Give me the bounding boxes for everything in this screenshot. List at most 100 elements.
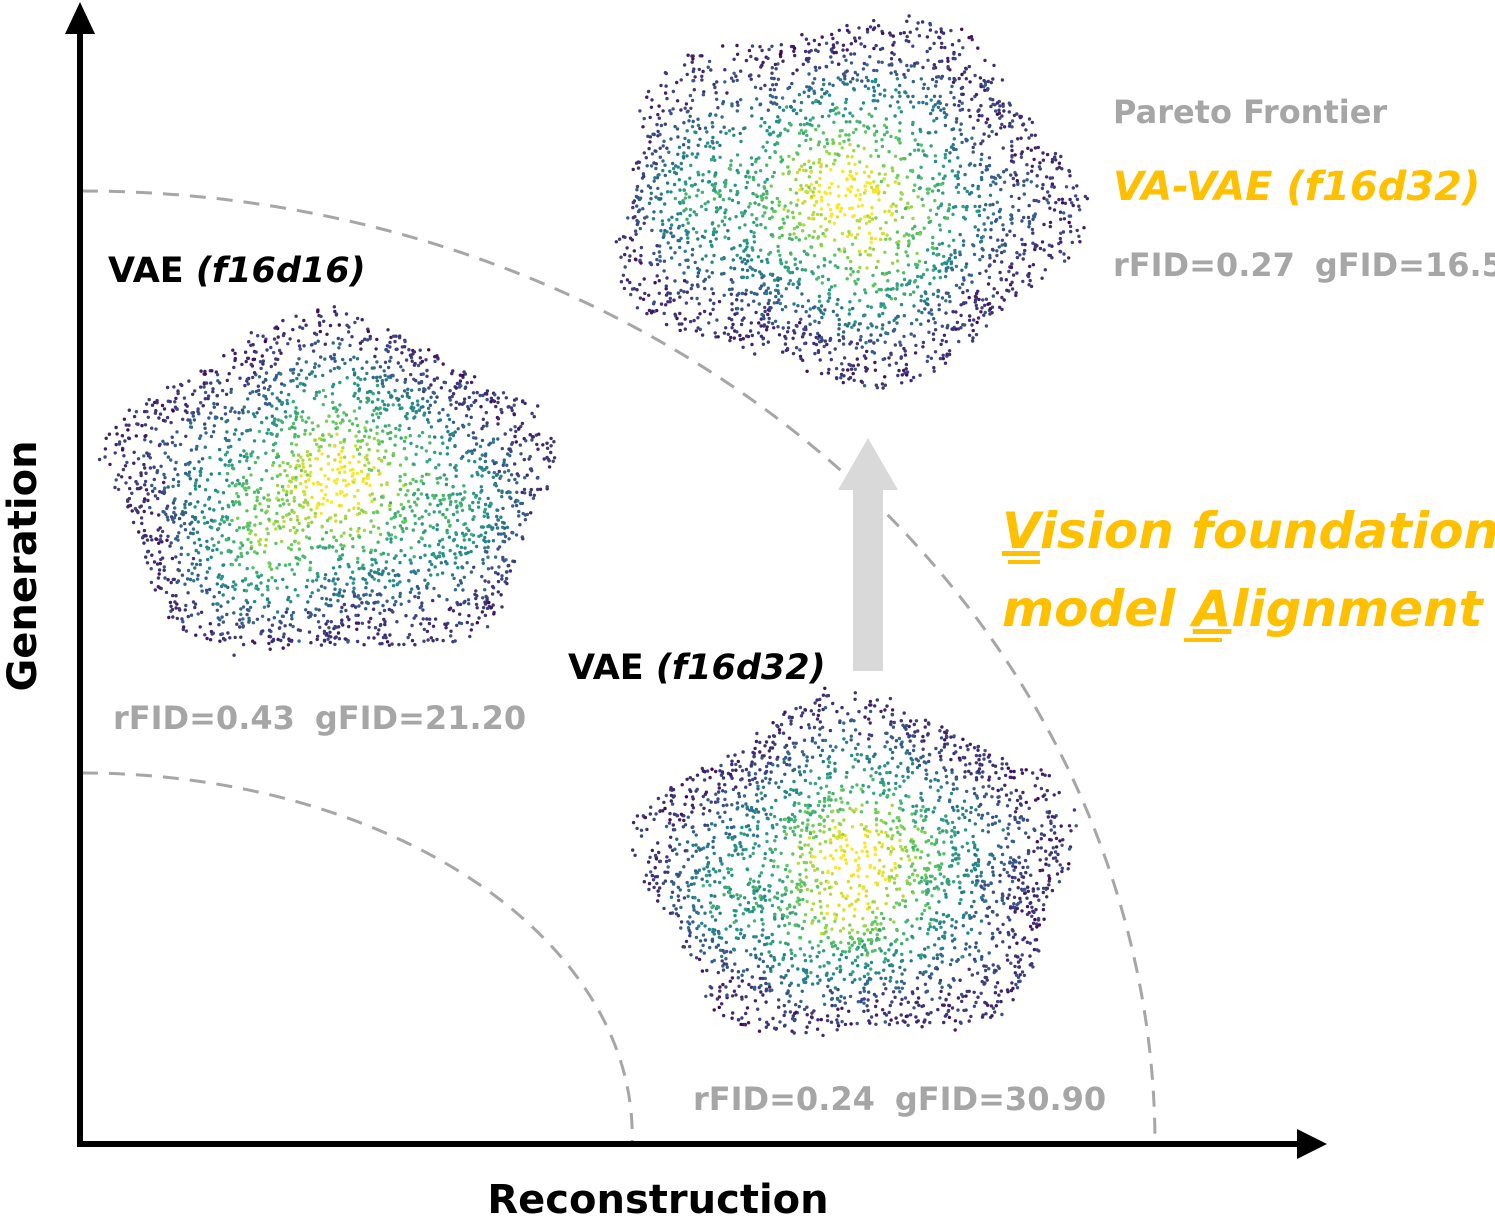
scatter-point xyxy=(203,426,207,430)
scatter-point xyxy=(451,420,456,424)
scatter-point xyxy=(817,799,822,804)
scatter-point xyxy=(751,905,756,910)
scatter-point xyxy=(366,476,370,480)
scatter-point xyxy=(358,445,363,449)
scatter-point xyxy=(484,594,488,599)
scatter-point xyxy=(881,1008,885,1012)
scatter-point xyxy=(233,635,237,640)
scatter-point xyxy=(336,577,340,581)
scatter-point xyxy=(139,473,143,478)
scatter-point xyxy=(199,470,203,474)
scatter-point xyxy=(963,828,968,832)
scatter-point xyxy=(359,508,364,512)
scatter-point xyxy=(883,935,887,940)
scatter-point xyxy=(266,604,270,608)
scatter-point xyxy=(768,777,772,781)
scatter-point xyxy=(874,971,878,975)
scatter-point xyxy=(479,525,484,529)
scatter-point xyxy=(162,472,166,477)
scatter-point xyxy=(319,482,323,487)
scatter-point xyxy=(299,368,303,373)
scatter-point xyxy=(811,864,815,868)
scatter-point xyxy=(317,321,322,325)
scatter-point xyxy=(455,510,459,514)
scatter-point xyxy=(410,623,414,628)
scatter-point xyxy=(412,350,417,354)
scatter-point xyxy=(144,402,149,406)
scatter-point xyxy=(495,526,500,530)
scatter-point xyxy=(750,909,755,914)
scatter-point xyxy=(217,623,221,627)
scatter-point xyxy=(958,758,962,762)
scatter-point xyxy=(984,792,988,796)
scatter-point xyxy=(1025,818,1030,822)
scatter-point xyxy=(774,834,778,839)
scatter-point xyxy=(180,617,184,621)
scatter-point xyxy=(328,323,333,328)
scatter-point xyxy=(383,360,388,364)
scatter-point xyxy=(246,356,251,360)
scatter-point xyxy=(369,550,373,555)
scatter-point xyxy=(299,474,303,478)
scatter-point xyxy=(450,394,454,399)
scatter-point xyxy=(238,618,242,622)
scatter-point xyxy=(264,510,268,515)
scatter-point xyxy=(985,978,989,982)
scatter-point xyxy=(857,709,861,714)
scatter-point xyxy=(255,570,259,575)
scatter-point xyxy=(783,710,787,714)
scatter-point xyxy=(367,435,371,439)
scatter-point xyxy=(499,515,503,519)
scatter-point xyxy=(656,899,660,903)
scatter-point xyxy=(163,475,167,480)
scatter-point xyxy=(665,855,669,859)
scatter-point xyxy=(741,750,745,754)
scatter-point xyxy=(436,419,441,423)
scatter-point xyxy=(388,503,392,508)
scatter-point xyxy=(474,544,479,549)
scatter-point xyxy=(367,625,371,629)
scatter-point xyxy=(481,424,486,428)
scatter-point xyxy=(273,579,278,583)
scatter-point xyxy=(745,833,750,837)
scatter-point xyxy=(808,954,812,958)
scatter-point xyxy=(398,424,402,428)
scatter-point xyxy=(432,510,436,514)
scatter-point xyxy=(267,561,271,565)
scatter-point xyxy=(230,518,234,523)
scatter-point xyxy=(158,550,162,554)
scatter-point xyxy=(688,944,692,949)
scatter-point xyxy=(813,868,817,873)
scatter-point xyxy=(254,389,259,394)
scatter-point xyxy=(473,592,477,597)
scatter-point xyxy=(433,359,437,364)
scatter-point xyxy=(316,574,320,579)
scatter-point xyxy=(321,502,325,506)
scatter-point xyxy=(313,438,317,442)
scatter-point xyxy=(808,781,813,785)
scatter-point xyxy=(397,403,401,407)
scatter-point xyxy=(339,543,343,547)
scatter-point xyxy=(435,527,439,532)
scatter-point xyxy=(246,382,250,386)
scatter-point xyxy=(202,385,206,389)
scatter-point xyxy=(203,503,207,507)
scatter-point xyxy=(411,528,415,532)
scatter-point xyxy=(218,522,222,526)
scatter-point xyxy=(499,474,503,478)
scatter-point xyxy=(856,742,860,746)
scatter-point xyxy=(1011,986,1015,991)
scatter-point xyxy=(336,467,340,471)
scatter-point xyxy=(500,410,504,415)
scatter-point xyxy=(435,637,439,642)
scatter-point xyxy=(758,885,762,889)
scatter-point xyxy=(329,500,334,504)
scatter-point xyxy=(886,958,890,963)
scatter-point xyxy=(388,579,392,583)
scatter-point xyxy=(428,544,432,548)
scatter-point xyxy=(315,442,319,447)
scatter-point xyxy=(715,997,720,1001)
scatter-point xyxy=(810,921,814,925)
scatter-point xyxy=(216,379,220,383)
scatter-point xyxy=(211,602,215,606)
